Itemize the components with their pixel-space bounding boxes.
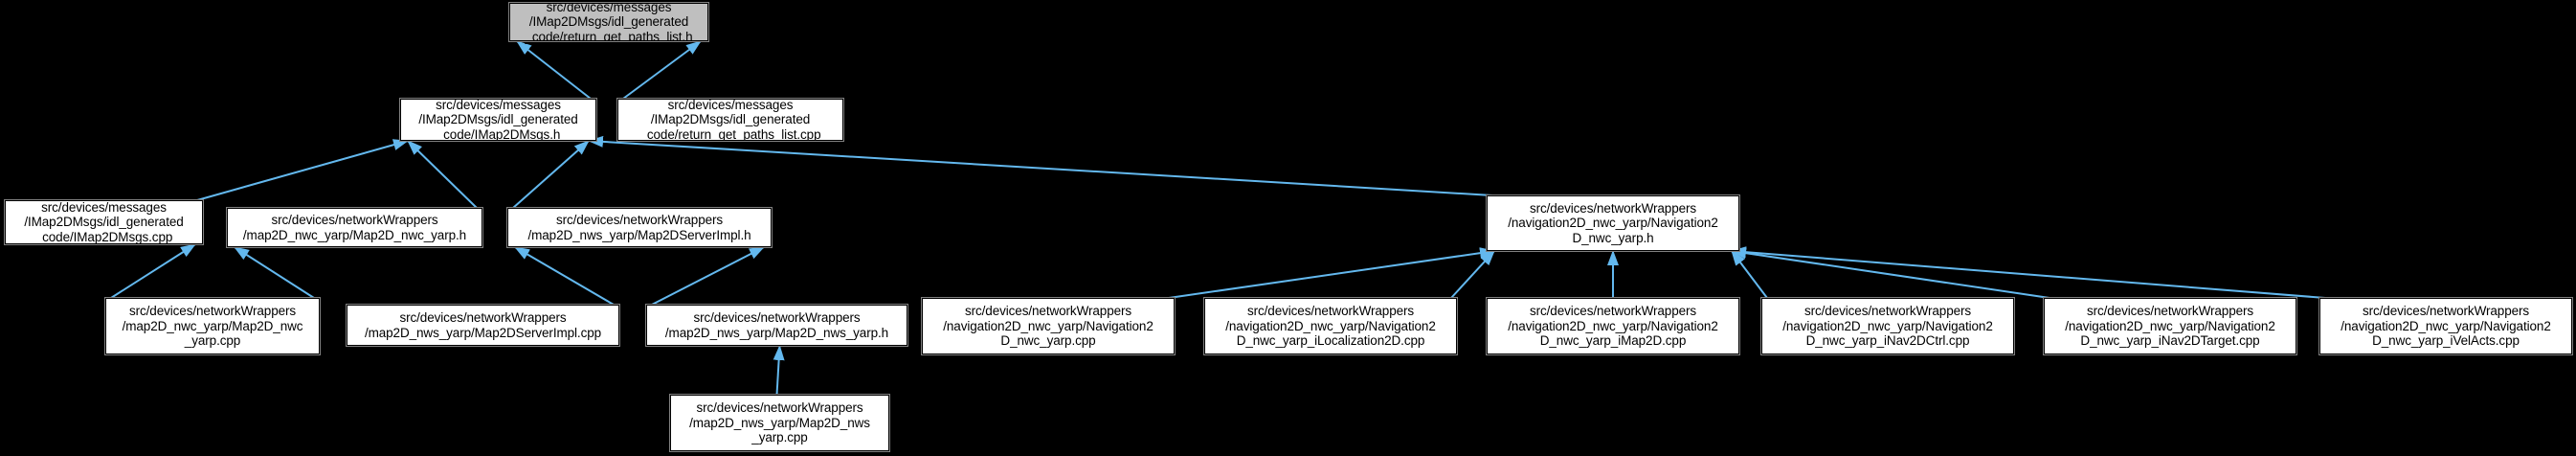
graph-node-label: src/devices/networkWrappers /map2D_nws_y… <box>364 310 602 340</box>
graph-node-label: src/devices/networkWrappers /navigation2… <box>1508 200 1718 245</box>
graph-edge <box>1450 250 1495 299</box>
graph-node-label: src/devices/networkWrappers /navigation2… <box>1782 304 1993 349</box>
graph-edge <box>512 140 590 209</box>
graph-edge <box>1168 247 1495 299</box>
graph-node[interactable]: src/devices/networkWrappers /navigation2… <box>2318 297 2573 355</box>
graph-node[interactable]: src/devices/networkWrappers /map2D_nwc_y… <box>104 297 321 355</box>
graph-node[interactable]: src/devices/networkWrappers /navigation2… <box>1486 194 1740 252</box>
graph-edge <box>773 345 785 396</box>
graph-node-label: src/devices/messages /IMap2DMsgs/idl_gen… <box>24 199 184 244</box>
graph-node[interactable]: src/devices/networkWrappers /map2D_nws_y… <box>645 304 908 347</box>
graph-node-label: src/devices/networkWrappers /map2D_nws_y… <box>527 213 751 242</box>
graph-node-label: src/devices/networkWrappers /navigation2… <box>2341 304 2551 349</box>
graph-edge <box>234 246 315 299</box>
graph-node-label: src/devices/messages /IMap2DMsgs/idl_gen… <box>525 0 693 44</box>
graph-node[interactable]: src/devices/networkWrappers /navigation2… <box>1760 297 2015 355</box>
graph-node-label: src/devices/messages /IMap2DMsgs/idl_gen… <box>639 97 821 142</box>
graph-node-label: src/devices/messages /IMap2DMsgs/idl_gen… <box>418 97 578 142</box>
graph-node-label: src/devices/networkWrappers /map2D_nwc_y… <box>242 213 467 242</box>
graph-node[interactable]: src/devices/networkWrappers /navigation2… <box>921 297 1176 355</box>
graph-node[interactable]: src/devices/networkWrappers /navigation2… <box>2043 297 2297 355</box>
graph-node[interactable]: src/devices/networkWrappers /map2D_nws_y… <box>506 207 773 248</box>
graph-edge <box>651 246 765 306</box>
graph-node-label: src/devices/networkWrappers /navigation2… <box>2065 304 2275 349</box>
graph-node[interactable]: src/devices/messages /IMap2DMsgs/idl_gen… <box>616 97 844 142</box>
graph-edge <box>407 140 478 209</box>
graph-edge <box>196 139 409 201</box>
graph-node-label: src/devices/networkWrappers /map2D_nws_y… <box>664 310 889 340</box>
graph-edge <box>622 40 702 100</box>
graph-node-label: src/devices/networkWrappers /map2D_nwc_y… <box>122 304 303 349</box>
graph-node-label: src/devices/networkWrappers /navigation2… <box>943 304 1154 349</box>
graph-node[interactable]: src/devices/networkWrappers /map2D_nwc_y… <box>226 207 483 248</box>
graph-node[interactable]: src/devices/networkWrappers /navigation2… <box>1203 297 1458 355</box>
graph-edge <box>516 40 592 100</box>
graph-edge <box>1731 247 2050 299</box>
graph-node[interactable]: src/devices/networkWrappers /navigation2… <box>1486 297 1740 355</box>
graph-node[interactable]: src/devices/networkWrappers /map2D_nws_y… <box>669 394 890 452</box>
graph-node-label: src/devices/networkWrappers /navigation2… <box>1225 304 1436 349</box>
graph-node[interactable]: src/devices/messages /IMap2DMsgs/idl_gen… <box>4 199 204 245</box>
graph-edge <box>1731 246 2326 299</box>
graph-edge <box>110 243 196 299</box>
graph-node[interactable]: src/devices/networkWrappers /map2D_nws_y… <box>346 304 620 347</box>
graph-node-label: src/devices/networkWrappers /navigation2… <box>1508 304 1718 349</box>
graph-edge <box>514 246 615 306</box>
graph-node-root[interactable]: src/devices/messages /IMap2DMsgs/idl_gen… <box>508 0 709 44</box>
graph-edge <box>1731 250 1768 299</box>
graph-node[interactable]: src/devices/messages /IMap2DMsgs/idl_gen… <box>399 97 597 142</box>
graph-edge <box>588 135 1493 196</box>
graph-node-label: src/devices/networkWrappers /map2D_nws_y… <box>689 400 870 445</box>
